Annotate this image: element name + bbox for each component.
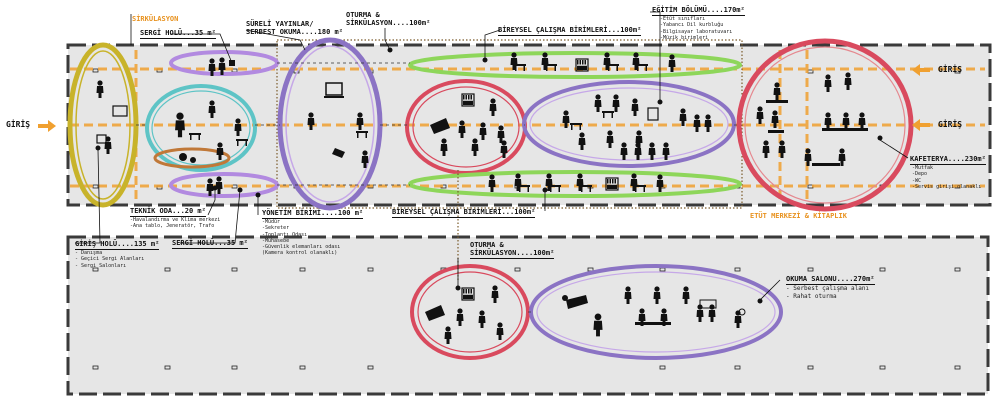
sirkulasyon-label: SİRKÜLASYON xyxy=(132,15,179,23)
kafeterya-detail: -Mutfak xyxy=(912,165,934,171)
etut-merkezi-outline xyxy=(276,39,743,209)
yonetim-bubble xyxy=(153,147,231,169)
kafeterya-details: -Mutfak -Depo -WC -Servis girişi olanakl… xyxy=(912,165,981,190)
teknik-detail: -Ana tablo, Jeneratör, Trafo xyxy=(130,223,215,230)
okuma-salonu-details: - Serbest çalışma alanı - Rahat oturma xyxy=(786,285,869,301)
bireysel-bottom-bubble xyxy=(408,170,742,198)
oturma-top-line-1: OTURMA & xyxy=(346,11,380,19)
sureli-yayinlar-label: SÜRELİ YAYINLAR/ SERBEST OKUMA....180 m² xyxy=(246,20,343,36)
sergi-holu-top-label: SERGİ HOLÜ...35 m² xyxy=(140,29,216,39)
okuma-salonu-label: OKUMA SALONU....270m² xyxy=(786,275,875,285)
kafeterya-detail: -Depo xyxy=(912,171,928,178)
yonetim-detail: (Kamera kontrol olanaklı) xyxy=(262,250,338,257)
egitim-detail: -Bilgisayar laboratuvarı xyxy=(660,28,733,35)
giris-holu-detail: - Geçici Sergi Alanları xyxy=(75,256,145,263)
yonetim-detail: -Toplantı Odası xyxy=(262,231,308,238)
giris-holu-label: GİRİŞ HOLÜ....135 m² xyxy=(75,240,160,250)
sureli-yayinlar-line-1: SÜRELİ YAYINLAR/ xyxy=(246,20,314,28)
entrance-arrow-right-top xyxy=(912,64,930,76)
egitim-detail: -Yabancı Dil kurbluğu xyxy=(660,22,724,29)
oturma-bottom-line-2: SİRKÜLASYON....100m² xyxy=(470,249,555,259)
egitim-detail: -Etüt sınıfları xyxy=(660,16,706,22)
yonetim-details: -Müdür -Sekreter -Toplantı Odası -Muhase… xyxy=(262,219,340,257)
entrance-right-top-label: GİRİŞ xyxy=(938,65,963,74)
yonetim-detail: -Güvenlik elemanları odası xyxy=(262,244,341,251)
sureli-yayinlar-line-2: SERBEST OKUMA....180 m² xyxy=(246,28,343,36)
oturma-top-line-2: SİRKÜLASYON....100m² xyxy=(346,19,431,27)
teknik-label: TEKNİK ODA...20 m² xyxy=(130,207,206,217)
pictograms xyxy=(96,52,868,344)
kafeterya-bubble xyxy=(736,38,914,212)
kafeterya-detail: -Servis girişi olanaklı xyxy=(912,183,982,190)
teknik-details: -Havalandırma ve Klima merkezi -Ana tabl… xyxy=(130,217,220,230)
etut-merkezi-label: ETÜT MERKEZİ & KİTAPLIK xyxy=(750,212,847,220)
egitim-bubble xyxy=(522,80,736,168)
yonetim-detail: -Müdür xyxy=(262,219,281,225)
sergi-holu-bottom-label: SERGİ HOLÜ...35 m² xyxy=(172,239,248,249)
egitim-label: EĞİTİM BÖLÜMÜ....170m² xyxy=(652,6,745,16)
upper-panel xyxy=(66,43,992,207)
bireysel-top-bubble xyxy=(408,51,742,79)
yonetim-detail: -Muhasebe xyxy=(262,237,290,244)
oturma-bottom-label: OTURMA & SİRKÜLASYON....100m² xyxy=(470,241,555,259)
yonetim-detail: -Sekreter xyxy=(262,225,290,232)
sureli-yayinlar-bubble xyxy=(277,37,383,211)
yonetim-label: YÖNETİM BİRİMİ....100 m² xyxy=(262,209,364,219)
entrance-right-bottom-label: GİRİŞ xyxy=(938,120,963,129)
okuma-salonu-detail: - Serbest çalışma alanı xyxy=(786,285,870,292)
giris-holu-details: - Danışma - Geçici Sergi Alanları - Serg… xyxy=(75,250,144,269)
oturma-top-label: OTURMA & SİRKÜLASYON....100m² xyxy=(346,11,430,27)
okuma-salonu-detail: - Rahat oturma xyxy=(786,293,837,300)
egitim-detail: -Müzik birimleri xyxy=(660,34,709,41)
bireysel-bottom-label: BİREYSEL ÇALIŞMA BİRİMLERİ...100m² xyxy=(392,208,536,218)
entrance-left-label: GİRİŞ xyxy=(6,120,31,129)
bireysel-top-label: BİREYSEL ÇALIŞMA BİRİMLERİ...100m² xyxy=(498,26,642,36)
giris-holu-detail: - Danışma xyxy=(75,250,103,256)
egitim-details: -Etüt sınıfları -Yabancı Dil kurbluğu -B… xyxy=(660,16,732,41)
kafeterya-detail: -WC xyxy=(912,177,922,184)
giris-holu-detail: - Sergi Salonları xyxy=(75,262,127,269)
kafeterya-label: KAFETERYA....230m² xyxy=(910,155,986,165)
oturma-bottom-line-1: OTURMA & xyxy=(470,241,504,249)
entrance-arrow-right-bottom xyxy=(912,119,930,131)
teknik-bubble xyxy=(145,84,257,172)
entrance-arrow-left xyxy=(38,120,56,132)
teknik-detail: -Havalandırma ve Klima merkezi xyxy=(130,217,221,223)
